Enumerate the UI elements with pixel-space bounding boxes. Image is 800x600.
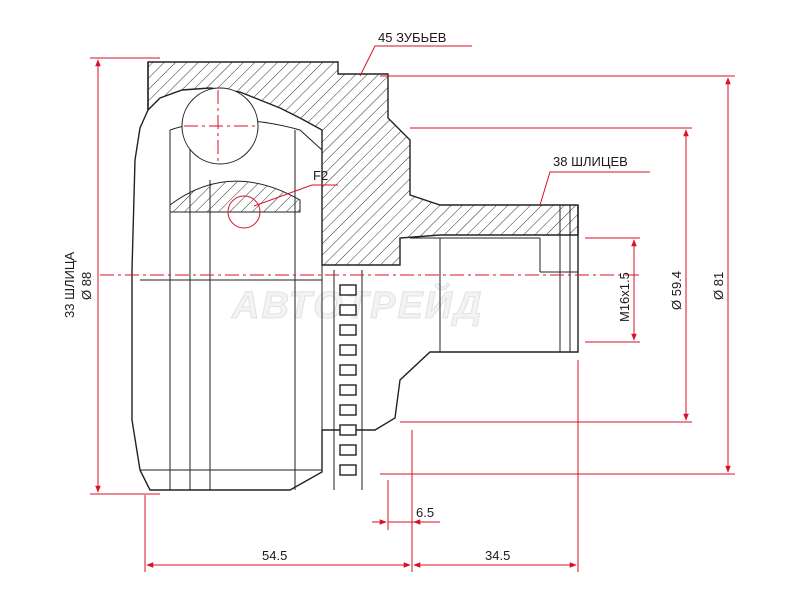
outer-splines-callout: 38 ШЛИЦЕВ [553,154,628,169]
shaft-diameter-label: Ø 59.4 [669,271,684,310]
detail-callout: F2 [313,168,328,183]
ring-width-label: 6.5 [416,505,434,520]
shaft-length-label: 34.5 [485,548,510,563]
ring-diameter-label: Ø 81 [711,272,726,300]
body-length-label: 54.5 [262,548,287,563]
inner-splines-label: 33 ШЛИЦА [62,252,77,318]
housing-section-hatch [147,61,579,266]
teeth-callout: 45 ЗУБЬЕВ [378,30,446,45]
thread-label: M16x1.5 [617,272,632,322]
watermark: АВТОТРЕЙД [231,282,483,327]
outer-diameter-label: Ø 88 [79,272,94,300]
detail-circle [227,195,261,229]
housing-outline [131,62,579,491]
housing [131,61,579,491]
dimension-lines [90,45,735,572]
abs-ring [333,270,363,490]
